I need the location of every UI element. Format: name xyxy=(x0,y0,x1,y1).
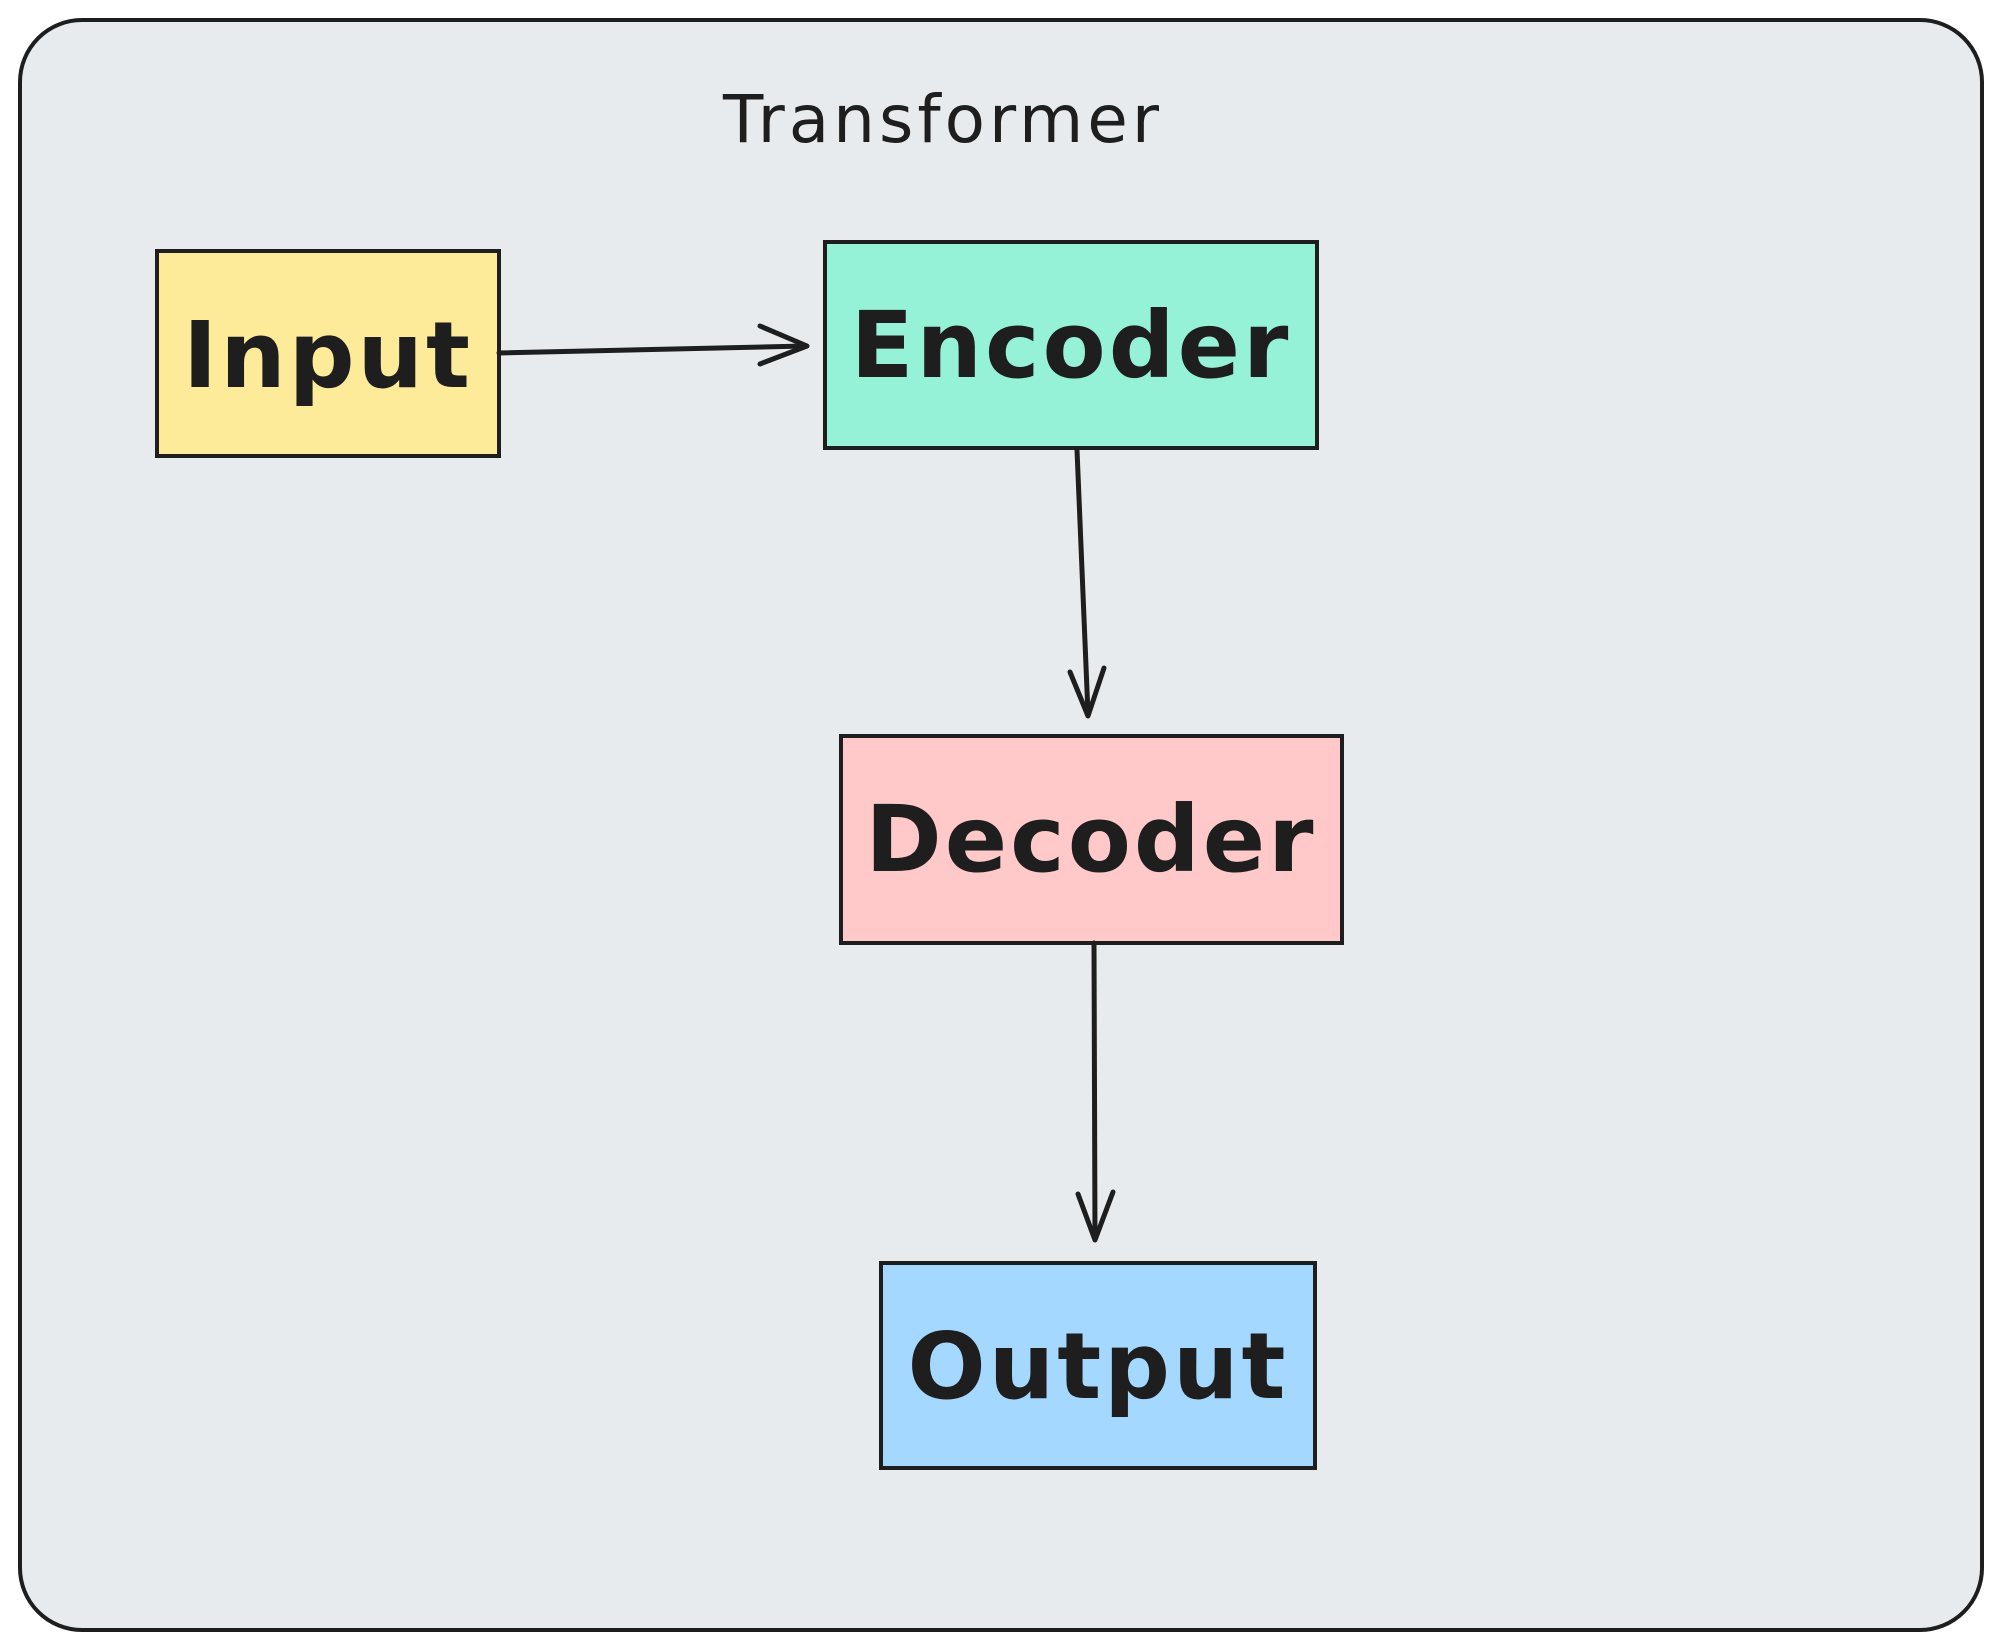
arrow-decoder-to-output-head xyxy=(1075,1189,1116,1243)
arrow-input-to-encoder[interactable] xyxy=(496,323,810,367)
arrow-encoder-to-decoder-line xyxy=(1074,447,1091,717)
frame-title: Transformer xyxy=(722,81,1163,158)
arrow-encoder-to-decoder-head xyxy=(1067,665,1107,719)
input-node-box xyxy=(155,249,501,458)
decoder-node-box xyxy=(839,734,1344,945)
arrow-decoder-to-output[interactable] xyxy=(1075,940,1116,1243)
input-node-label: Input xyxy=(183,302,473,409)
output-node-label: Output xyxy=(907,1313,1288,1420)
arrow-input-to-encoder-line xyxy=(496,343,808,356)
arrow-decoder-to-output-line xyxy=(1091,940,1098,1241)
encoder-node-label: Encoder xyxy=(851,292,1292,399)
arrow-input-to-encoder-head xyxy=(757,323,810,367)
output-node[interactable]: Output xyxy=(879,1261,1317,1470)
encoder-node-box xyxy=(823,240,1319,450)
arrow-encoder-to-decoder[interactable] xyxy=(1067,447,1107,719)
input-node[interactable]: Input xyxy=(155,249,501,458)
decoder-node-label: Decoder xyxy=(865,786,1316,893)
output-node-box xyxy=(879,1261,1317,1470)
encoder-node[interactable]: Encoder xyxy=(823,240,1319,450)
decoder-node[interactable]: Decoder xyxy=(839,734,1344,945)
